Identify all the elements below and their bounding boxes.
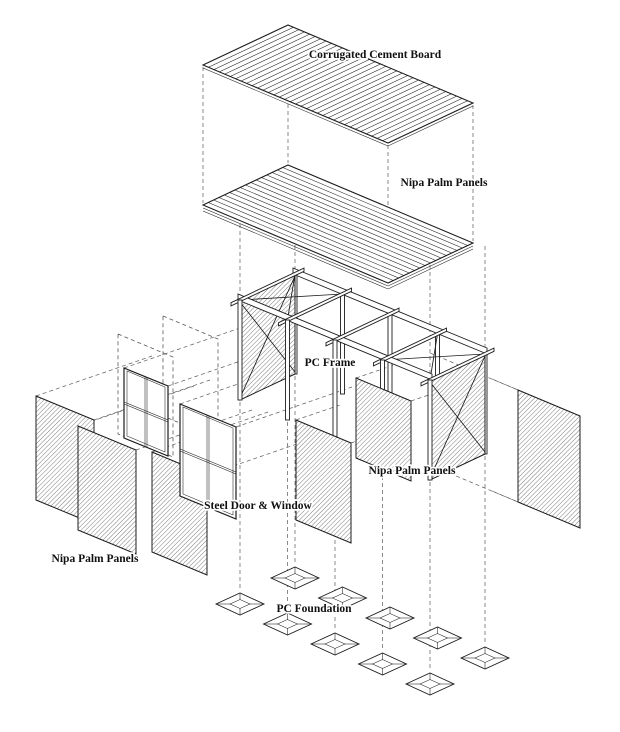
nipa-wall-panel — [77, 425, 137, 555]
nipa-roof-thickness — [202, 207, 474, 287]
nipa-wall-panels-front — [295, 377, 412, 544]
labels: Corrugated Cement Board Nipa Palm Panels… — [50, 47, 490, 617]
nipa-palm-roof-panel — [201, 164, 475, 290]
nipa-wall-panel-right — [517, 389, 581, 529]
rafters — [230, 267, 495, 387]
panel-ghost-outline — [162, 315, 219, 440]
corrugated-cement-board-panel — [201, 24, 475, 147]
label-steel-door-window: Steel Door & Window — [204, 500, 312, 512]
pc-frame — [230, 267, 495, 481]
label-pc-foundation: PC Foundation — [276, 603, 352, 615]
label-nipa-palm-side: Nipa Palm Panels — [369, 465, 456, 477]
roof-sheet-thickness — [202, 67, 474, 147]
label-nipa-palm-roof: Nipa Palm Panels — [401, 177, 488, 189]
nipa-wall-panel — [355, 377, 412, 482]
panel-ghost-outline — [117, 333, 174, 458]
nipa-wall-panels-left — [35, 315, 219, 576]
thatch-layer-lines — [208, 167, 468, 281]
label-corrugated-cement-board: Corrugated Cement Board — [309, 49, 442, 61]
nipa-wall-panel — [295, 419, 352, 544]
steel-door — [179, 403, 237, 520]
steel-door-window — [123, 367, 237, 520]
pc-foundation-footings — [214, 566, 511, 696]
steel-window — [123, 367, 169, 457]
label-pc-frame: PC Frame — [305, 357, 356, 369]
nipa-roof-thickness — [202, 210, 474, 290]
x-braces — [239, 273, 486, 479]
corrugation-lines — [208, 27, 468, 141]
label-nipa-palm-left: Nipa Palm Panels — [52, 553, 139, 565]
